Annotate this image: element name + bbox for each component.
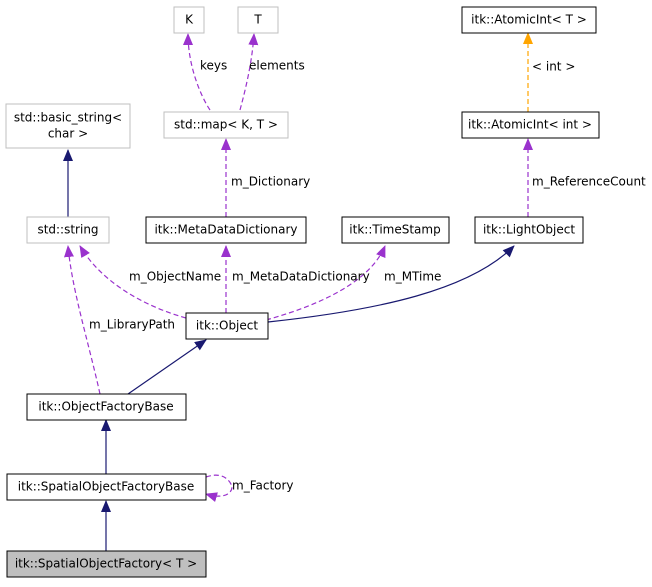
node-time-stamp[interactable]: itk::TimeStamp — [341, 216, 450, 244]
edge-elements — [239, 33, 259, 111]
svg-text:itk::Object: itk::Object — [196, 319, 258, 333]
node-spatial-object-factory[interactable]: itk::SpatialObjectFactory< T > — [6, 550, 207, 578]
label-m-library-path: m_LibraryPath — [89, 318, 175, 332]
edge-object-to-factory-base — [127, 339, 207, 395]
svg-text:itk::MetaDataDictionary: itk::MetaDataDictionary — [154, 223, 297, 237]
svg-text:std::string: std::string — [37, 223, 98, 237]
node-t[interactable]: T — [237, 6, 279, 34]
svg-text:itk::TimeStamp: itk::TimeStamp — [349, 223, 440, 237]
edges — [63, 32, 533, 551]
label-int-arg: < int > — [532, 60, 575, 74]
svg-text:itk::ObjectFactoryBase: itk::ObjectFactoryBase — [38, 400, 173, 414]
node-std-string[interactable]: std::string — [26, 216, 110, 244]
edge-lightobject-to-object — [267, 245, 515, 323]
node-k[interactable]: K — [173, 6, 205, 34]
svg-text:std::map< K, T >: std::map< K, T > — [174, 118, 278, 132]
edge-m-library-path — [64, 245, 101, 395]
node-std-basic-string[interactable]: std::basic_string< char > — [5, 103, 131, 149]
svg-text:itk::AtomicInt< int >: itk::AtomicInt< int > — [468, 118, 592, 132]
label-m-object-name: m_ObjectName — [129, 270, 221, 284]
label-m-meta-data-dictionary: m_MetaDataDictionary — [232, 270, 370, 284]
svg-text:itk::AtomicInt< T >: itk::AtomicInt< T > — [471, 13, 587, 27]
node-spatial-object-factory-base[interactable]: itk::SpatialObjectFactoryBase — [6, 473, 207, 501]
node-meta-data-dictionary[interactable]: itk::MetaDataDictionary — [145, 216, 307, 244]
svg-text:char >: char > — [48, 127, 88, 141]
edge-keys — [183, 33, 211, 111]
svg-text:itk::LightObject: itk::LightObject — [483, 223, 575, 237]
label-m-reference-count: m_ReferenceCount — [532, 175, 646, 189]
label-m-dictionary: m_Dictionary — [231, 175, 310, 189]
edge-labels: keys elements < int > m_Dictionary m_Ref… — [89, 59, 646, 493]
node-object[interactable]: itk::Object — [185, 312, 269, 340]
node-object-factory-base[interactable]: itk::ObjectFactoryBase — [26, 393, 187, 421]
node-std-map[interactable]: std::map< K, T > — [163, 111, 289, 139]
node-atomic-int-t[interactable]: itk::AtomicInt< T > — [461, 6, 597, 34]
node-light-object[interactable]: itk::LightObject — [474, 216, 584, 244]
svg-text:T: T — [253, 13, 262, 27]
svg-text:std::basic_string<: std::basic_string< — [14, 111, 122, 125]
label-keys: keys — [200, 59, 227, 73]
svg-text:itk::SpatialObjectFactory< T >: itk::SpatialObjectFactory< T > — [15, 557, 197, 571]
label-elements: elements — [249, 59, 305, 73]
label-m-factory: m_Factory — [232, 479, 294, 493]
svg-text:K: K — [185, 13, 194, 27]
svg-text:itk::SpatialObjectFactoryBase: itk::SpatialObjectFactoryBase — [18, 480, 195, 494]
edge-m-factory — [205, 474, 233, 502]
label-m-mtime: m_MTime — [384, 270, 441, 284]
edge-m-mtime — [265, 245, 386, 321]
node-atomic-int-int[interactable]: itk::AtomicInt< int > — [461, 111, 600, 139]
